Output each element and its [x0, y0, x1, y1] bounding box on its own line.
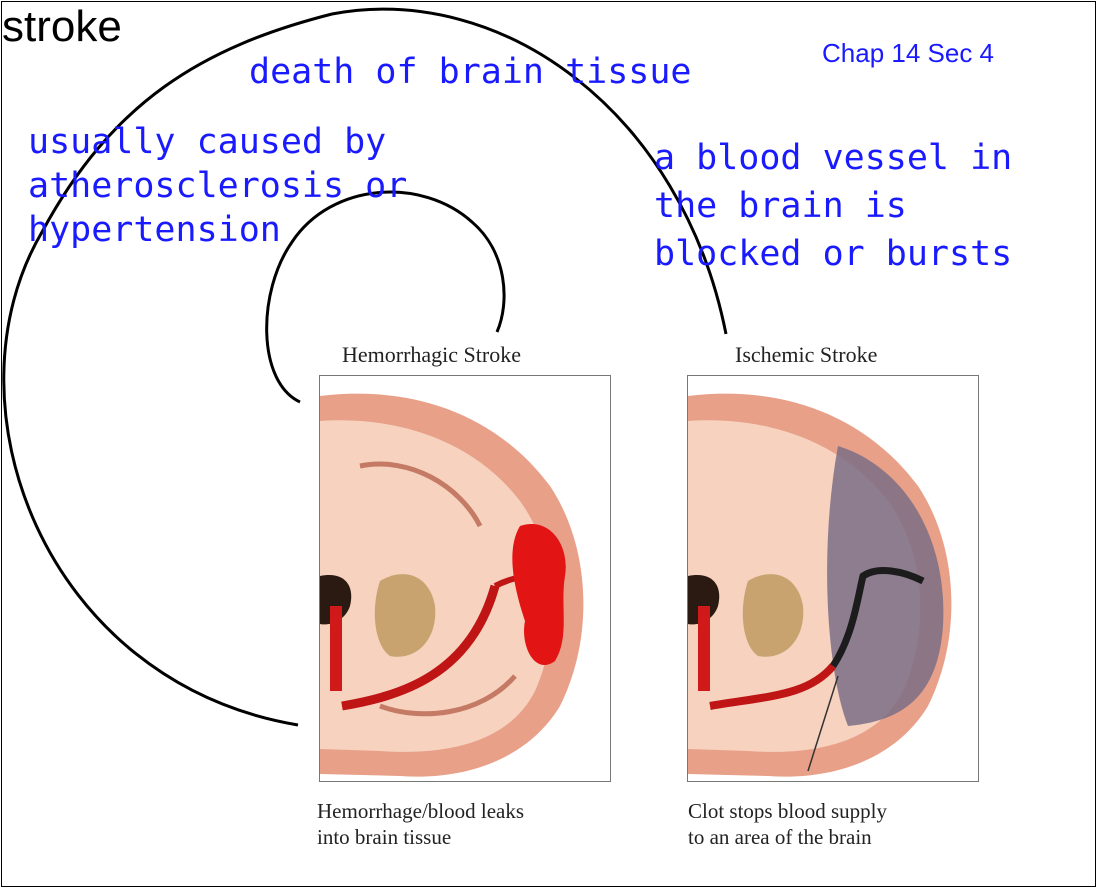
caption-hemorrhagic: Hemorrhage/blood leaks into brain tissue [317, 798, 524, 850]
caption-line: into brain tissue [317, 824, 524, 850]
cause-note: usually caused by atherosclerosis or hyp… [28, 120, 407, 252]
brain-coronal-section-clot-icon [688, 376, 979, 782]
mechanism-note: a blood vessel in the brain is blocked o… [654, 134, 1012, 278]
caption-line: to an area of the brain [688, 824, 887, 850]
cause-note-line: usually caused by [28, 120, 407, 164]
cause-note-line: atherosclerosis or [28, 164, 407, 208]
mechanism-note-line: a blood vessel in [654, 134, 1012, 182]
caption-ischemic: Clot stops blood supply to an area of th… [688, 798, 887, 850]
caption-line: Hemorrhage/blood leaks [317, 798, 524, 824]
figure-title-hemorrhagic: Hemorrhagic Stroke [342, 342, 521, 368]
hemorrhagic-figure [319, 375, 611, 782]
figure-title-ischemic: Ischemic Stroke [735, 342, 877, 368]
outer-definition: death of brain tissue [249, 50, 692, 94]
mechanism-note-line: blocked or bursts [654, 230, 1012, 278]
cause-note-line: hypertension [28, 208, 407, 252]
chapter-label: Chap 14 Sec 4 [822, 38, 994, 69]
brain-coronal-section-bleeding-icon [320, 376, 611, 782]
caption-line: Clot stops blood supply [688, 798, 887, 824]
mechanism-note-line: the brain is [654, 182, 1012, 230]
ischemic-figure [687, 375, 979, 782]
